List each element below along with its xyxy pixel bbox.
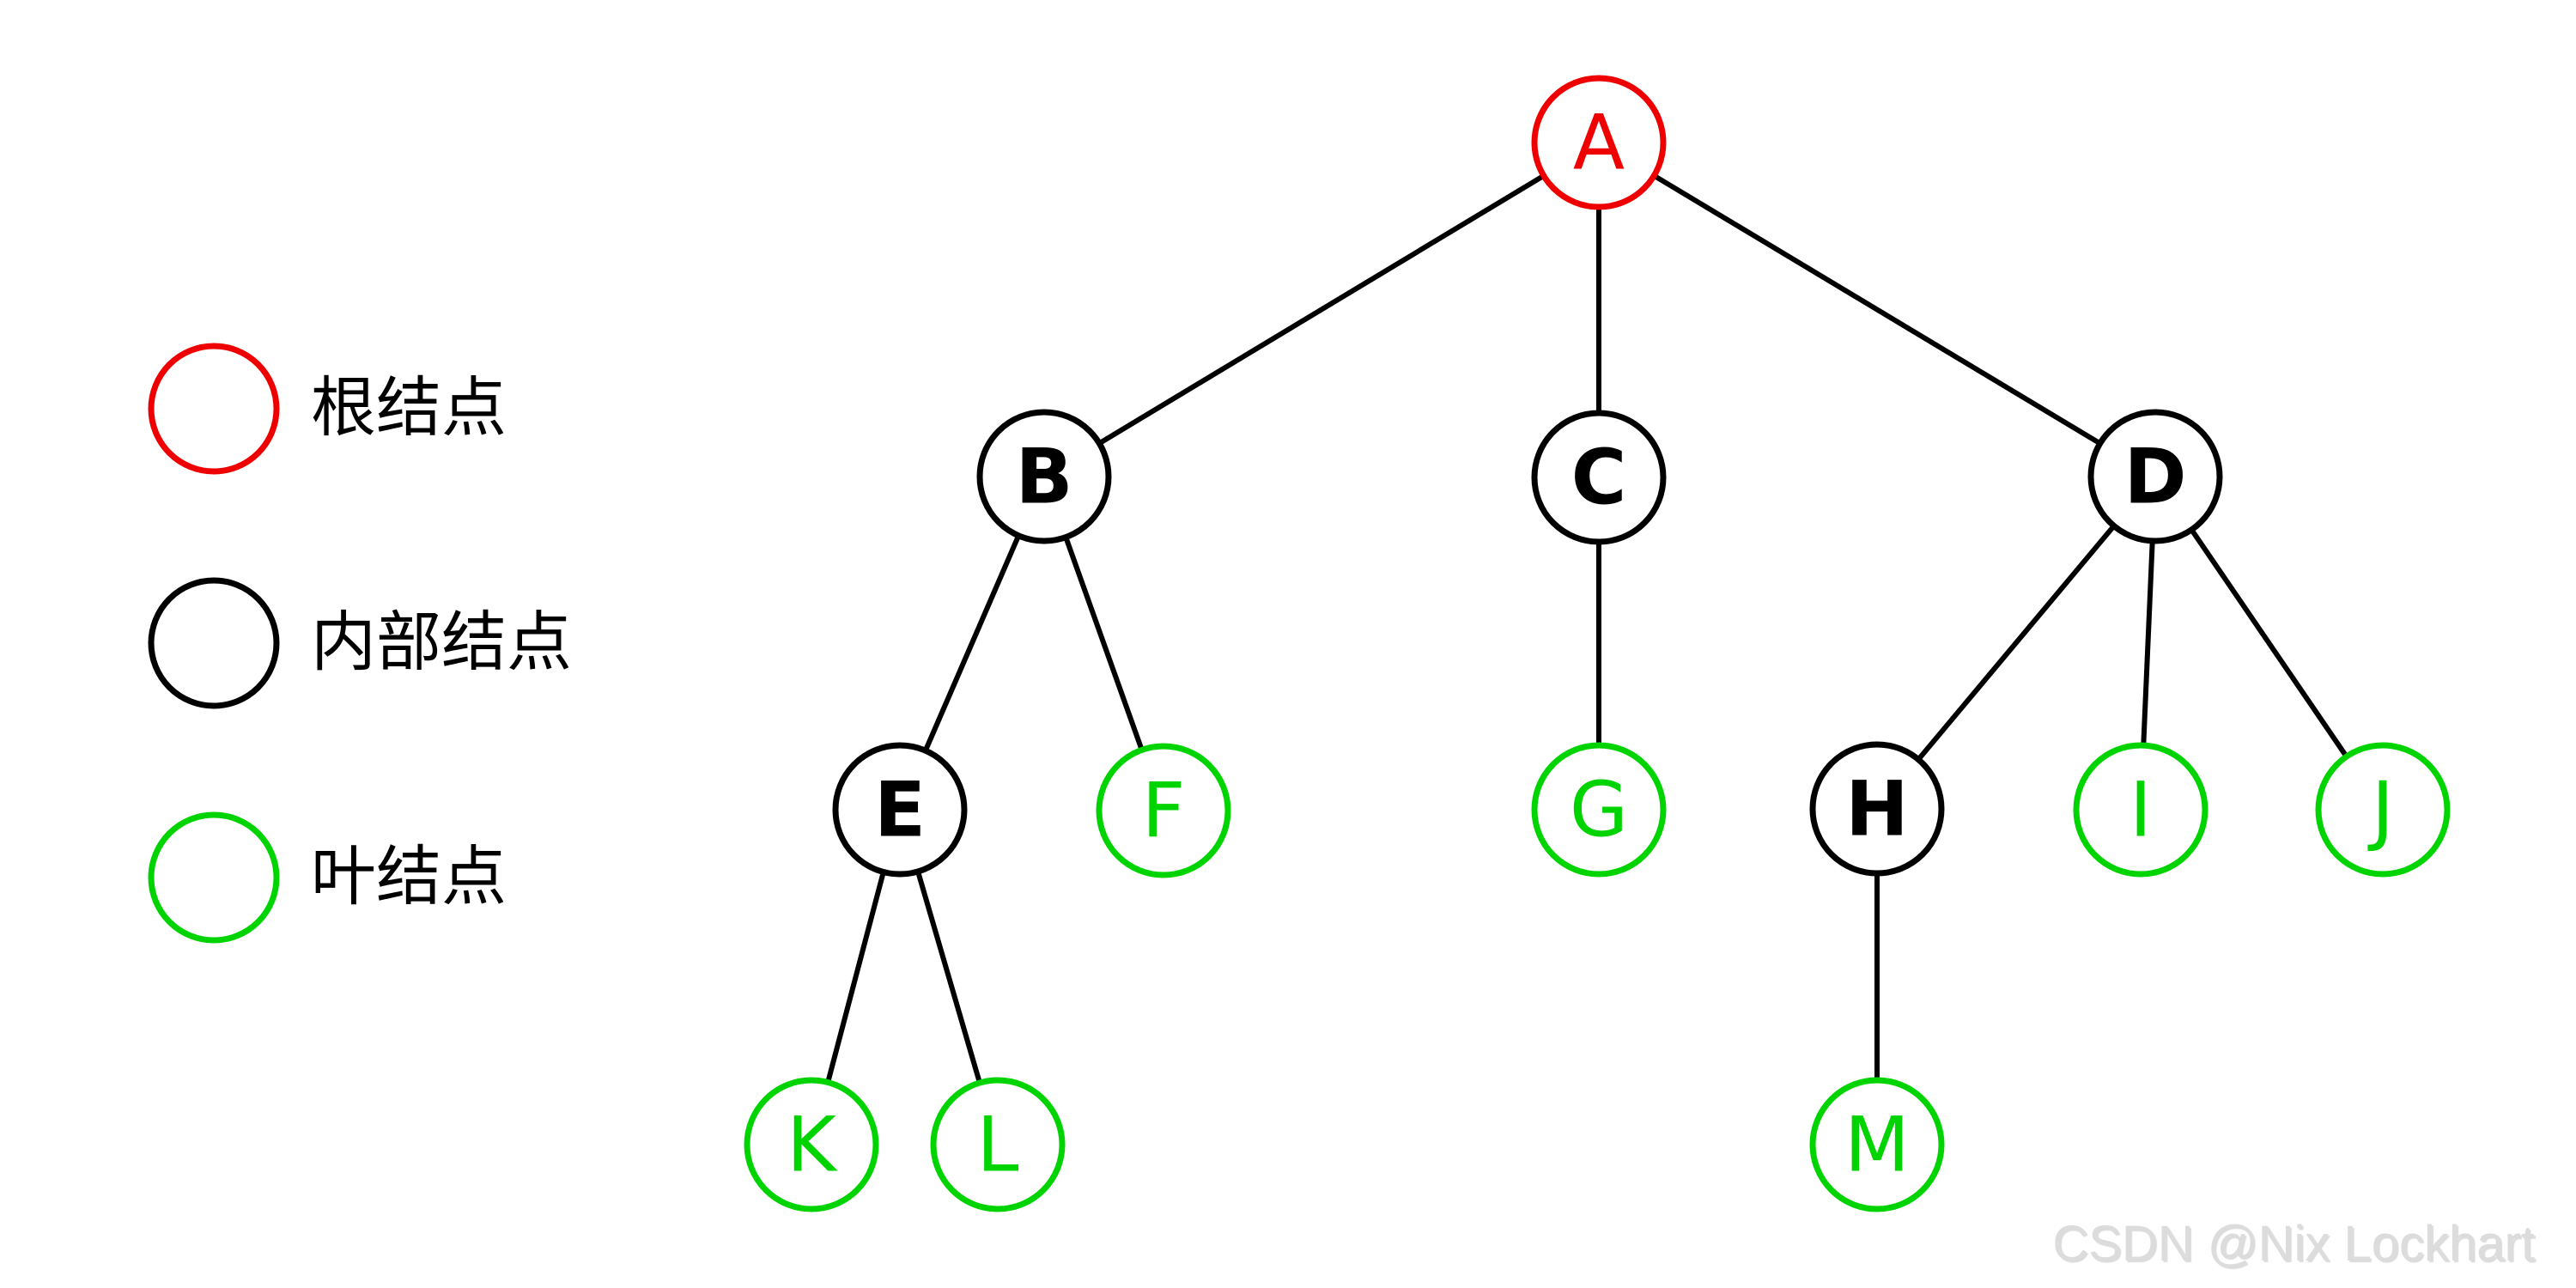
edge-D-H [1874, 475, 2158, 811]
node-label-J: J [2367, 766, 2394, 854]
node-label-A: A [1573, 99, 1625, 187]
node-circle-J [2315, 742, 2451, 878]
node-circle-C [1531, 410, 1667, 545]
node-label-L: L [976, 1101, 1018, 1189]
edge-A-D [1597, 140, 2157, 479]
node-circle-M [1809, 1077, 1945, 1212]
legend-swatch-root [148, 343, 280, 475]
legend-label-root: 根结点 [311, 373, 507, 445]
legend-swatch-leaf [148, 811, 280, 944]
node-label-E: E [874, 766, 926, 854]
node-label-C: C [1571, 434, 1627, 522]
node-label-F: F [1142, 767, 1186, 855]
node-label-B: B [1015, 433, 1072, 521]
legend-swatch-internal [148, 577, 280, 709]
node-circle-H [1809, 741, 1945, 877]
node-label-K: K [787, 1101, 838, 1189]
legend-label-leaf: 叶结点 [311, 841, 507, 914]
node-circle-A [1531, 75, 1667, 210]
legend-label-internal: 内部结点 [311, 607, 572, 679]
node-label-M: M [1844, 1101, 1910, 1189]
node-circle-D [2087, 409, 2223, 544]
node-label-H: H [1845, 765, 1909, 854]
node-label-G: G [1570, 766, 1628, 854]
watermark-text: CSDN @Nix Lockhart [2052, 1216, 2535, 1272]
node-label-D: D [2123, 433, 2186, 521]
node-circle-I [2073, 742, 2208, 878]
edge-A-B [1042, 140, 1601, 479]
node-circle-K [744, 1077, 879, 1212]
node-label-I: I [2129, 766, 2152, 854]
node-circle-G [1531, 742, 1667, 878]
node-circle-E [832, 742, 968, 878]
node-circle-F [1096, 743, 1231, 878]
node-circle-B [976, 409, 1112, 544]
node-circle-L [930, 1077, 1066, 1212]
